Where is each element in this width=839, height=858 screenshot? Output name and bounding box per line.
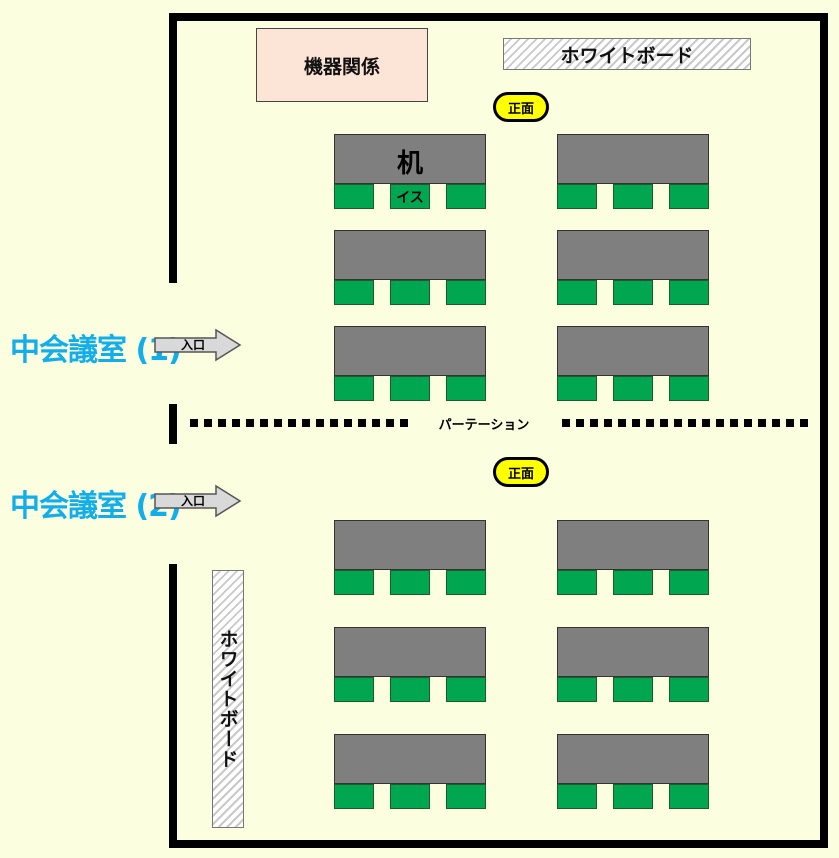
chair: [390, 376, 430, 401]
partition-line-right: [562, 419, 814, 427]
desk: [334, 230, 486, 280]
chair: [446, 570, 486, 595]
chair: [669, 184, 709, 209]
front-marker-lower: 正面: [493, 457, 549, 487]
chair: [669, 280, 709, 305]
chair: [446, 784, 486, 809]
chair: [613, 184, 653, 209]
chair: [557, 677, 597, 702]
chair: [613, 280, 653, 305]
wall-left-lower: [169, 564, 177, 848]
chair: [557, 570, 597, 595]
partition-line-left: [190, 419, 410, 427]
front-marker-lower-label: 正面: [507, 466, 534, 482]
desk: [557, 230, 709, 280]
chair: [557, 280, 597, 305]
chair: [390, 280, 430, 305]
equipment-label: 機器関係: [303, 55, 380, 78]
chair: [334, 784, 374, 809]
chair: [390, 784, 430, 809]
chair: [390, 570, 430, 595]
chair-label: イス: [396, 189, 424, 206]
desk-label: 机: [396, 149, 423, 179]
room-name-2: 中会議室 (2): [10, 489, 182, 524]
chair: [334, 677, 374, 702]
equipment-area: 機器関係: [256, 28, 428, 102]
chair: [557, 784, 597, 809]
desk: [334, 627, 486, 677]
chair: [446, 184, 486, 209]
desk: [557, 326, 709, 376]
chair: [446, 677, 486, 702]
room-label-1: 中会議室 (1): [10, 322, 182, 372]
wall-top: [169, 13, 828, 21]
entrance-label-1: 入口: [180, 338, 205, 352]
chair-labeled: イス: [390, 184, 430, 209]
front-marker-upper-label: 正面: [507, 101, 534, 117]
whiteboard-side: ホワイトボード: [212, 570, 244, 828]
desk: [334, 326, 486, 376]
chair: [669, 677, 709, 702]
chair: [613, 570, 653, 595]
desk: [557, 520, 709, 570]
chair: [446, 280, 486, 305]
room-name-1: 中会議室 (1): [10, 333, 182, 368]
entrance-label-2: 入口: [180, 494, 205, 508]
desk: [557, 627, 709, 677]
wall-left-middle: [169, 404, 177, 444]
chair: [669, 376, 709, 401]
desk: [557, 134, 709, 184]
chair: [446, 376, 486, 401]
chair: [669, 570, 709, 595]
front-marker-upper: 正面: [493, 92, 549, 122]
desk: 机: [334, 134, 486, 184]
wall-left-upper: [169, 13, 177, 283]
arrow-right-icon: [154, 328, 242, 362]
chair: [334, 376, 374, 401]
chair: [613, 376, 653, 401]
whiteboard-top: ホワイトボード: [503, 38, 751, 70]
whiteboard-top-label: ホワイトボード: [560, 44, 694, 67]
chair: [334, 570, 374, 595]
chair: [557, 184, 597, 209]
desk: [557, 734, 709, 784]
chair: [390, 677, 430, 702]
chair: [613, 784, 653, 809]
desk: [334, 520, 486, 570]
entrance-arrow-1[interactable]: 入口: [154, 328, 242, 362]
chair: [334, 184, 374, 209]
chair: [557, 376, 597, 401]
whiteboard-side-label: ホワイトボード: [216, 629, 239, 769]
wall-bottom: [169, 840, 828, 848]
wall-right: [820, 13, 828, 848]
room-label-2: 中会議室 (2): [10, 478, 182, 528]
partition-label: パーテーション: [438, 418, 530, 433]
entrance-arrow-2[interactable]: 入口: [154, 484, 242, 518]
arrow-right-icon: [154, 484, 242, 518]
desk: [334, 734, 486, 784]
chair: [613, 677, 653, 702]
chair: [669, 784, 709, 809]
chair: [334, 280, 374, 305]
